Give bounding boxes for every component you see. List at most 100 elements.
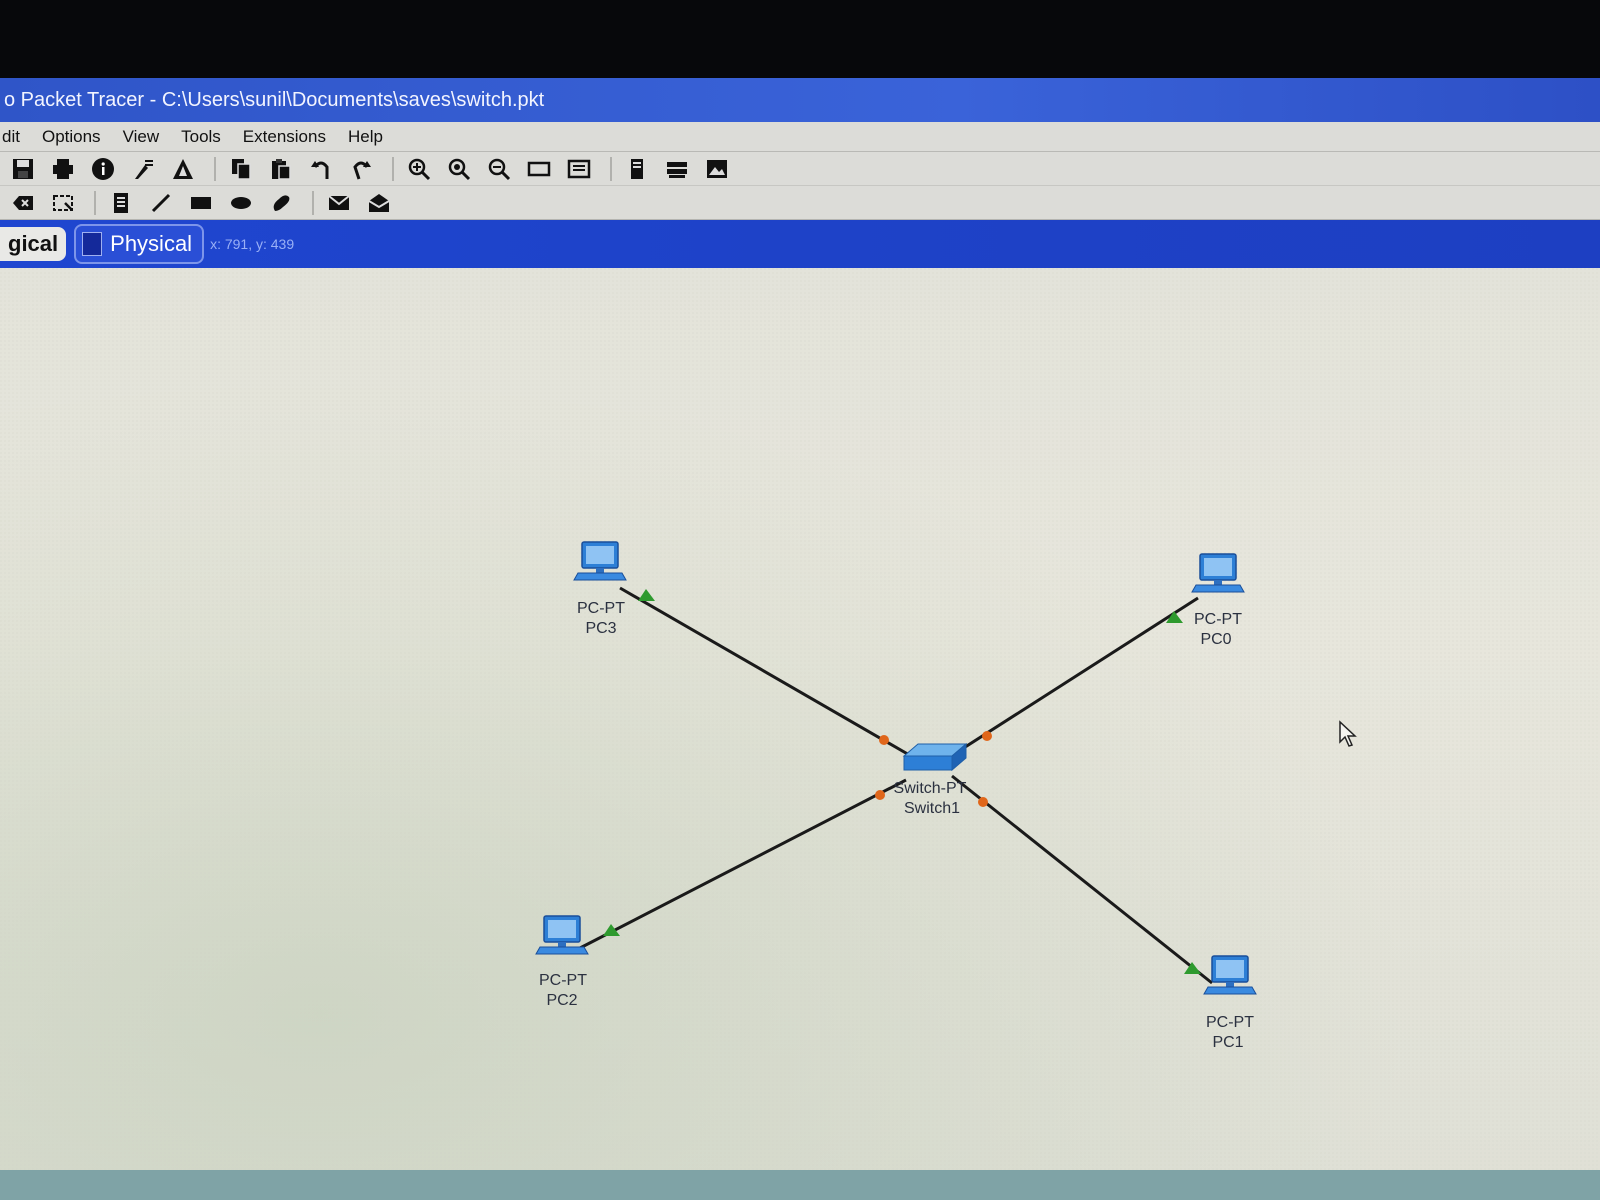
device-type-label: PC-PT bbox=[1194, 611, 1242, 628]
link-up-marker-pc1 bbox=[1184, 962, 1201, 974]
device-pc1[interactable]: PC-PT PC1 bbox=[1203, 955, 1257, 1051]
zoom-in-button[interactable] bbox=[402, 155, 436, 183]
logical-workspace[interactable]: PC-PT PC3 PC-PT PC0 PC-PT PC2 PC-PT PC1 bbox=[0, 268, 1600, 1200]
redo-button[interactable] bbox=[344, 155, 378, 183]
background-icon bbox=[707, 159, 727, 178]
toolbar-separator bbox=[610, 156, 612, 181]
info-button[interactable] bbox=[86, 155, 120, 183]
switch-port-marker-2 bbox=[982, 731, 992, 741]
paste-icon bbox=[272, 158, 291, 180]
save-button[interactable] bbox=[6, 155, 40, 183]
device-list-button[interactable] bbox=[620, 155, 654, 183]
note-button[interactable] bbox=[104, 189, 138, 217]
redo-icon bbox=[353, 160, 371, 179]
simple-pdu-button[interactable] bbox=[322, 189, 356, 217]
complex-pdu-icon bbox=[368, 193, 390, 212]
tab-physical[interactable]: Physical bbox=[74, 224, 205, 264]
device-name-label: PC2 bbox=[546, 992, 577, 1009]
toolbar-separator bbox=[312, 190, 314, 215]
cluster-button[interactable] bbox=[660, 155, 694, 183]
mouse-pointer-icon bbox=[1339, 720, 1357, 747]
menu-help[interactable]: Help bbox=[347, 126, 383, 146]
print-button[interactable] bbox=[46, 155, 80, 183]
link-pc3-switch1[interactable] bbox=[619, 586, 919, 762]
activity-button[interactable] bbox=[166, 155, 200, 183]
simple-pdu-icon bbox=[328, 194, 350, 210]
link-status-markers bbox=[603, 589, 1201, 974]
monitor-bezel bbox=[0, 0, 1600, 90]
switch-port-marker-3 bbox=[875, 790, 885, 800]
undo-icon bbox=[311, 160, 329, 179]
wizard-icon bbox=[135, 159, 153, 179]
title-bar: o Packet Tracer - C:\Users\sunil\Documen… bbox=[0, 78, 1600, 122]
resize-button[interactable] bbox=[46, 189, 80, 217]
copy-button[interactable] bbox=[224, 155, 258, 183]
menu-options[interactable]: Options bbox=[41, 126, 101, 146]
link-pc1-switch1[interactable] bbox=[951, 774, 1213, 985]
zoom-out-icon bbox=[488, 158, 511, 180]
paste-button[interactable] bbox=[264, 155, 298, 183]
device-type-label: Switch-PT bbox=[894, 780, 967, 797]
ellipse-button[interactable] bbox=[224, 189, 258, 217]
line-button[interactable] bbox=[144, 189, 178, 217]
device-name-label: PC0 bbox=[1200, 631, 1231, 648]
pc-icon bbox=[1191, 553, 1245, 593]
device-switch1[interactable]: Switch-PT Switch1 bbox=[894, 742, 968, 817]
tab-logical-label: gical bbox=[8, 231, 59, 256]
device-name-label: PC3 bbox=[585, 620, 616, 637]
menu-edit[interactable]: dit bbox=[2, 126, 20, 146]
zoom-in-icon bbox=[408, 158, 431, 180]
menu-tools[interactable]: Tools bbox=[181, 126, 221, 146]
line-icon bbox=[151, 193, 171, 212]
rectangle-view-button[interactable] bbox=[522, 155, 556, 183]
toolbar-separator bbox=[94, 190, 96, 215]
switch-icon bbox=[902, 742, 968, 772]
switch-port-marker-4 bbox=[978, 797, 988, 807]
rectangle-icon bbox=[191, 196, 211, 209]
save-icon bbox=[13, 158, 33, 179]
toolbar-separator bbox=[392, 156, 394, 181]
rectangle-button[interactable] bbox=[184, 189, 218, 217]
palette-icon bbox=[567, 159, 591, 178]
zoom-out-button[interactable] bbox=[482, 155, 516, 183]
tab-logical[interactable]: gical bbox=[0, 227, 67, 261]
device-type-label: PC-PT bbox=[1206, 1014, 1254, 1031]
device-pc2[interactable]: PC-PT PC2 bbox=[535, 915, 589, 1009]
note-icon bbox=[114, 192, 128, 213]
delete-button[interactable] bbox=[6, 189, 40, 217]
physical-workspace-icon bbox=[82, 232, 103, 256]
toolbar-separator bbox=[214, 156, 216, 181]
zoom-reset-button[interactable] bbox=[442, 155, 476, 183]
delete-icon bbox=[13, 195, 33, 210]
resize-icon bbox=[53, 194, 73, 211]
freeform-icon bbox=[273, 194, 290, 211]
workspace-grid bbox=[0, 268, 1600, 1200]
cluster-icon bbox=[667, 161, 687, 178]
ellipse-icon bbox=[231, 196, 251, 209]
freeform-button[interactable] bbox=[264, 189, 298, 217]
link-pc0-switch1[interactable] bbox=[947, 596, 1199, 760]
undo-button[interactable] bbox=[304, 155, 338, 183]
topology-canvas[interactable]: PC-PT PC3 PC-PT PC0 PC-PT PC2 PC-PT PC1 bbox=[0, 268, 1600, 1200]
device-type-label: PC-PT bbox=[577, 600, 625, 617]
packet-tracer-window: o Packet Tracer - C:\Users\sunil\Documen… bbox=[0, 78, 1600, 1200]
link-up-marker-pc2 bbox=[603, 924, 620, 936]
menu-extensions[interactable]: Extensions bbox=[242, 126, 326, 146]
background-button[interactable] bbox=[700, 155, 734, 183]
link-up-marker-pc0 bbox=[1166, 611, 1183, 623]
complex-pdu-button[interactable] bbox=[362, 189, 396, 217]
device-pc3[interactable]: PC-PT PC3 bbox=[573, 541, 627, 637]
palette-button[interactable] bbox=[562, 155, 596, 183]
activity-icon bbox=[173, 158, 193, 179]
wizard-button[interactable] bbox=[126, 155, 160, 183]
device-type-label: PC-PT bbox=[539, 972, 587, 989]
rectangle-view-icon bbox=[527, 161, 551, 176]
link-pc2-switch1[interactable] bbox=[579, 778, 907, 950]
menu-view[interactable]: View bbox=[122, 126, 160, 146]
print-icon bbox=[53, 158, 73, 179]
zoom-reset-icon bbox=[448, 158, 471, 180]
switch-port-marker-1 bbox=[879, 735, 889, 745]
main-toolbar bbox=[0, 152, 1600, 186]
device-pc0[interactable]: PC-PT PC0 bbox=[1191, 553, 1245, 648]
cursor-coordinates: x: 791, y: 439 bbox=[210, 236, 295, 252]
